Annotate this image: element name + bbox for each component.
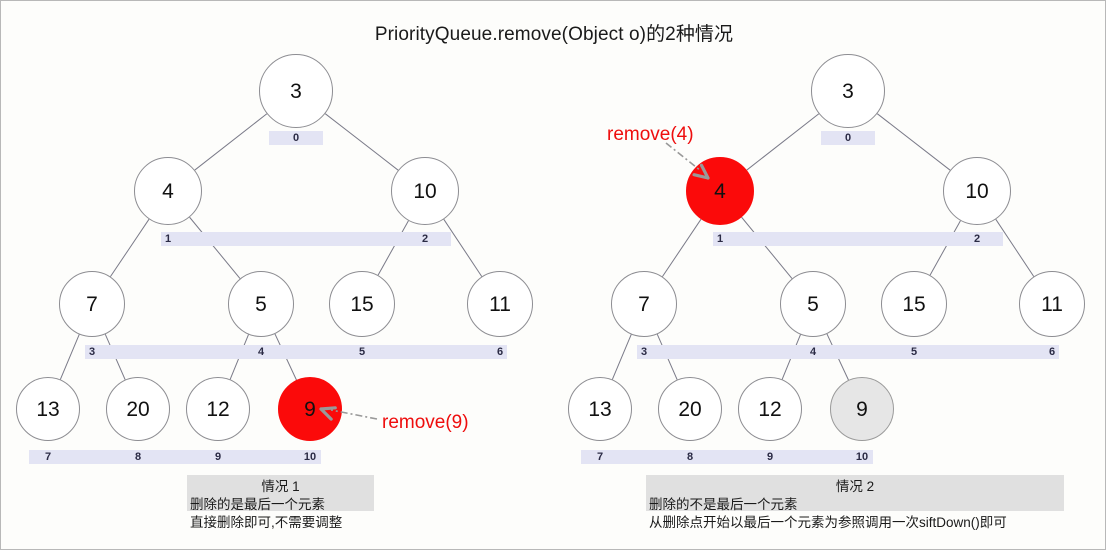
array-index-label: 6 — [496, 346, 504, 358]
caption-text: 情况 2 删除的不是最后一个元素从删除点开始以最后一个元素为参照调用一次siftD… — [649, 478, 1061, 532]
array-index-label: 7 — [44, 451, 52, 463]
array-index-label: 1 — [716, 233, 724, 245]
caption-box — [646, 475, 1064, 511]
heap-node[interactable]: 9 — [830, 377, 894, 441]
array-index-label: 10 — [303, 451, 317, 463]
array-index-label: 1 — [164, 233, 172, 245]
tree-edge — [110, 218, 150, 277]
array-index-label: 0 — [292, 132, 300, 144]
heap-node[interactable]: 3 — [259, 54, 333, 128]
caption-text: 情况 1 删除的是最后一个元素直接删除即可,不需要调整 — [190, 478, 371, 532]
heap-node[interactable]: 20 — [658, 377, 722, 441]
array-index-label: 0 — [844, 132, 852, 144]
array-index-label: 10 — [855, 451, 869, 463]
tree-edge — [59, 334, 80, 380]
heap-node[interactable]: 11 — [1019, 271, 1085, 337]
caption-line: 删除的是最后一个元素 — [190, 497, 325, 512]
array-index-label: 8 — [686, 451, 694, 463]
index-band — [713, 232, 1003, 246]
heap-node[interactable]: 13 — [568, 377, 632, 441]
caption-box — [187, 475, 374, 511]
tree-edge — [995, 219, 1035, 277]
tree-edge — [929, 220, 961, 276]
heap-node[interactable]: 5 — [228, 271, 294, 337]
caption-title: 情况 2 — [835, 479, 875, 494]
heap-node[interactable]: 10 — [943, 157, 1011, 225]
array-index-label: 5 — [358, 346, 366, 358]
tree-edge — [443, 219, 483, 277]
tree-edge — [662, 218, 702, 277]
array-index-label: 8 — [134, 451, 142, 463]
tree-edge — [611, 334, 632, 380]
caption-title: 情况 1 — [261, 479, 300, 494]
array-index-label: 2 — [973, 233, 981, 245]
heap-node[interactable]: 11 — [467, 271, 533, 337]
index-band — [581, 450, 873, 464]
heap-node[interactable]: 10 — [391, 157, 459, 225]
heap-node[interactable]: 7 — [59, 271, 125, 337]
heap-node[interactable]: 7 — [611, 271, 677, 337]
index-band — [821, 131, 875, 145]
remove-callout-label: remove(4) — [607, 124, 694, 145]
callout-leader-line — [665, 142, 702, 172]
tree-edge — [324, 113, 399, 171]
index-band — [85, 345, 507, 359]
caption-line: 删除的不是最后一个元素 — [649, 497, 798, 512]
index-band — [29, 450, 321, 464]
array-index-label: 3 — [88, 346, 96, 358]
tree-edge — [194, 113, 268, 171]
heap-node[interactable]: 3 — [811, 54, 885, 128]
heap-node[interactable]: 12 — [186, 377, 250, 441]
tree-edge — [746, 113, 820, 171]
array-index-label: 5 — [910, 346, 918, 358]
tree-edge — [189, 216, 241, 279]
array-index-label: 4 — [809, 346, 817, 358]
heap-node[interactable]: 5 — [780, 271, 846, 337]
index-band — [161, 232, 451, 246]
heap-node[interactable]: 20 — [106, 377, 170, 441]
caption-line: 从删除点开始以最后一个元素为参照调用一次siftDown()即可 — [649, 515, 1007, 530]
heap-node[interactable]: 13 — [16, 377, 80, 441]
array-index-label: 2 — [421, 233, 429, 245]
index-band — [637, 345, 1059, 359]
heap-node[interactable]: 15 — [329, 271, 395, 337]
tree-edge — [876, 113, 951, 171]
heap-node[interactable]: 15 — [881, 271, 947, 337]
caption-line: 直接删除即可,不需要调整 — [190, 515, 343, 530]
array-index-label: 7 — [596, 451, 604, 463]
page-title: PriorityQueue.remove(Object o)的2种情况 — [374, 24, 734, 45]
array-index-label: 9 — [766, 451, 774, 463]
index-band — [269, 131, 323, 145]
heap-node[interactable]: 4 — [134, 157, 202, 225]
callout-arrowhead-icon — [692, 163, 710, 180]
array-index-label: 4 — [257, 346, 265, 358]
tree-edge — [741, 216, 793, 279]
array-index-label: 6 — [1048, 346, 1056, 358]
callout-arrowhead-icon — [319, 406, 337, 421]
callout-leader-line — [330, 409, 378, 420]
tree-edge — [377, 220, 409, 276]
array-index-label: 9 — [214, 451, 222, 463]
heap-node[interactable]: 12 — [738, 377, 802, 441]
remove-callout-label: remove(9) — [382, 412, 469, 433]
array-index-label: 3 — [640, 346, 648, 358]
